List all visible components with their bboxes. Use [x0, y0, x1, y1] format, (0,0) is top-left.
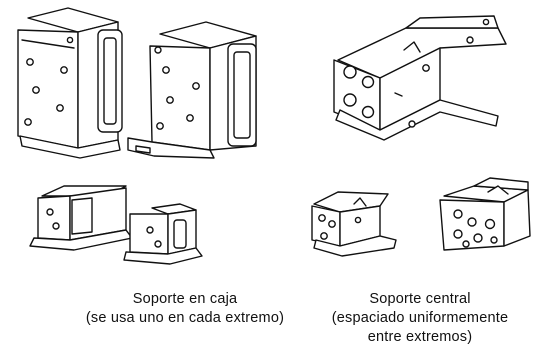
caption-central-bracket-note-2: entre extremos) [367, 329, 473, 345]
box-bracket-large-right [127, 21, 257, 159]
caption-box-bracket-note: (se usa uno en cada extremo) [85, 310, 285, 326]
central-bracket-small-1 [311, 191, 397, 257]
caption-central-bracket: Soporte central (espaciado uniformemente… [300, 290, 540, 347]
central-bracket-small-2 [439, 177, 531, 251]
central-bracket-large [333, 15, 507, 141]
box-bracket-large-left [17, 7, 123, 159]
box-bracket-small [29, 185, 203, 265]
caption-central-bracket-title: Soporte central [369, 291, 471, 307]
caption-box-bracket: Soporte en caja (se usa uno en cada extr… [60, 290, 310, 328]
caption-central-bracket-note-1: (espaciado uniformemente [331, 310, 509, 326]
caption-box-bracket-title: Soporte en caja [132, 291, 238, 307]
